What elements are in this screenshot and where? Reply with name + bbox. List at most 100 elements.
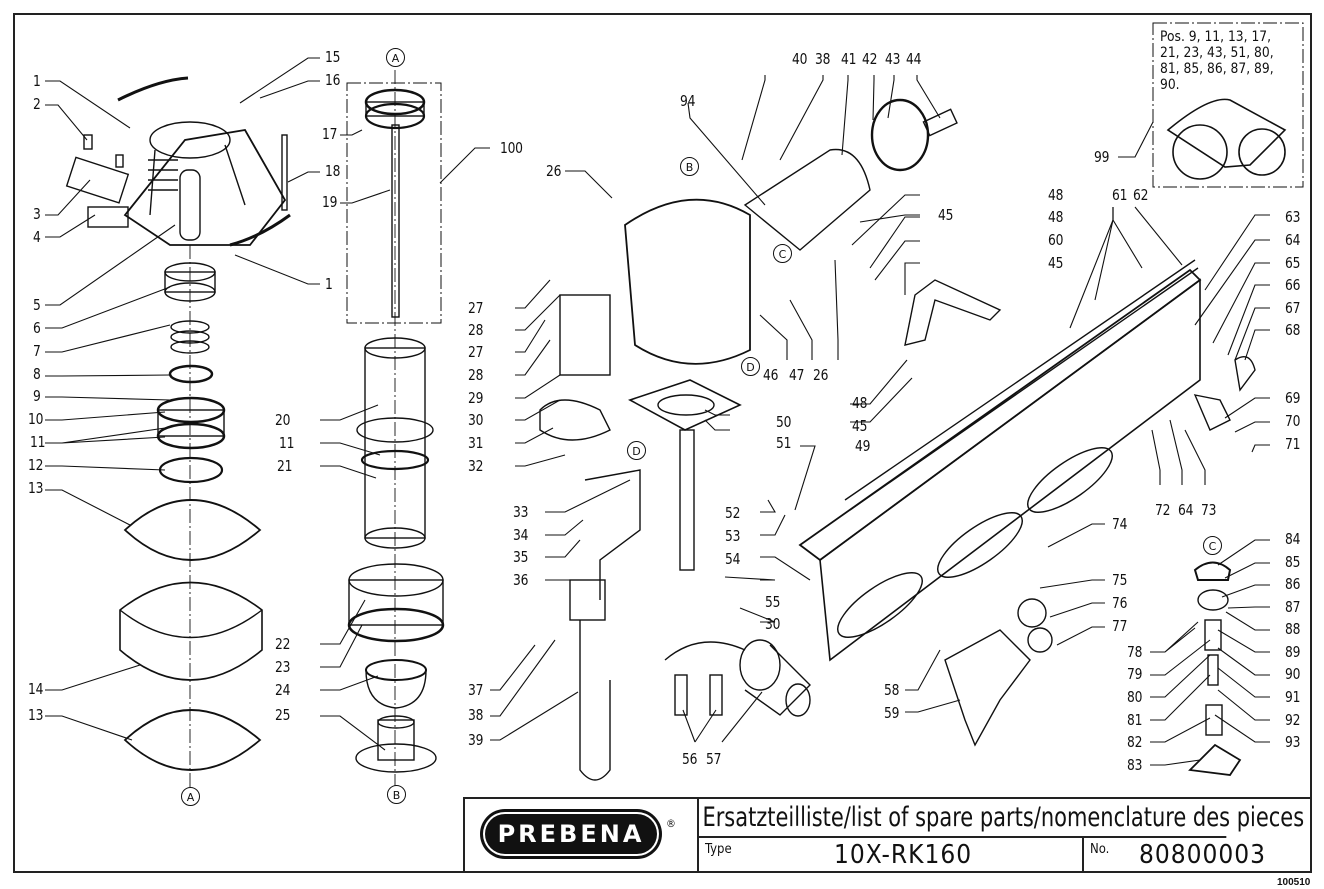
part-label: 64 (1285, 231, 1301, 249)
document-title: Ersatzteilliste/list of spare parts/nome… (699, 799, 1304, 838)
main-body-drawing (539, 98, 958, 781)
part-label: 48 (1048, 186, 1064, 204)
reference-marker-c: C (773, 244, 792, 263)
part-label: 75 (1112, 571, 1128, 589)
type-value: 10X-RK160 (834, 840, 973, 870)
part-label: 83 (1127, 756, 1143, 774)
part-label: 42 (862, 50, 878, 68)
part-label: 84 (1285, 530, 1301, 548)
part-label: 13 (28, 706, 44, 724)
part-label: 23 (275, 658, 291, 676)
part-label: 53 (725, 527, 741, 545)
part-label: 78 (1127, 643, 1143, 661)
part-label: 45 (938, 206, 954, 224)
part-label: 70 (1285, 412, 1301, 430)
part-label: 21 (277, 457, 293, 475)
magazine-drawing (798, 259, 1256, 747)
part-label: 25 (275, 706, 291, 724)
part-label: 9 (33, 387, 41, 405)
part-label: 44 (906, 50, 922, 68)
part-label: 15 (325, 48, 341, 66)
part-label: 38 (468, 706, 484, 724)
part-label: 30 (468, 411, 484, 429)
kit-gasket-drawing (1152, 22, 1304, 188)
part-label: 52 (725, 504, 741, 522)
part-label: 20 (275, 411, 291, 429)
part-label: 39 (468, 731, 484, 749)
number-cell: No. 80800003 (1084, 838, 1310, 871)
part-label: 85 (1285, 553, 1301, 571)
part-label: 62 (1133, 186, 1149, 204)
part-label: 31 (468, 434, 484, 452)
part-label: 54 (725, 550, 741, 568)
part-label: 48 (852, 394, 868, 412)
reference-marker-c: C (1203, 536, 1222, 555)
number-value: 80800003 (1139, 840, 1267, 870)
reference-marker-d: D (627, 441, 646, 460)
part-label: 7 (33, 342, 41, 360)
part-label: 2 (33, 95, 41, 113)
part-label: 69 (1285, 389, 1301, 407)
part-label: 8 (33, 365, 41, 383)
part-label: 50 (776, 413, 792, 431)
part-label: 10 (28, 410, 44, 428)
part-label: 22 (275, 635, 291, 653)
part-label: 90 (1285, 665, 1301, 683)
part-label: 87 (1285, 598, 1301, 616)
part-label: 72 (1155, 501, 1171, 519)
part-label: 63 (1285, 208, 1301, 226)
part-label: 41 (841, 50, 857, 68)
part-label: 66 (1285, 276, 1301, 294)
part-label: 28 (468, 321, 484, 339)
part-label: 80 (1127, 688, 1143, 706)
part-label: 57 (706, 750, 722, 768)
part-label: 11 (279, 434, 295, 452)
part-label: 24 (275, 681, 291, 699)
part-label: 37 (468, 681, 484, 699)
part-label: 76 (1112, 594, 1128, 612)
part-label: 48 (1048, 208, 1064, 226)
part-label: 61 (1112, 186, 1128, 204)
part-label: 5 (33, 296, 41, 314)
part-label: 92 (1285, 711, 1301, 729)
part-label: 73 (1201, 501, 1217, 519)
part-label: 88 (1285, 620, 1301, 638)
part-label: 94 (680, 92, 696, 110)
type-cell: Type 10X-RK160 (699, 838, 1084, 871)
reference-marker-b: B (387, 785, 406, 804)
title-block: PREBENA ® Ersatzteilliste/list of spare … (463, 797, 1312, 873)
part-label: 47 (789, 366, 805, 384)
leader-lines (45, 57, 1270, 766)
number-caption: No. (1090, 842, 1110, 857)
part-label: 28 (468, 366, 484, 384)
part-label: 40 (792, 50, 808, 68)
part-label: 19 (322, 193, 338, 211)
part-label: 46 (763, 366, 779, 384)
part-label: 14 (28, 680, 44, 698)
part-label: 32 (468, 457, 484, 475)
part-label: 91 (1285, 688, 1301, 706)
part-label: 55 (765, 593, 781, 611)
part-label: 49 (855, 437, 871, 455)
part-label: 82 (1127, 733, 1143, 751)
part-label: 18 (325, 162, 341, 180)
part-label: 30 (765, 615, 781, 633)
part-label: 64 (1178, 501, 1194, 519)
part-label: 68 (1285, 321, 1301, 339)
part-label: 12 (28, 456, 44, 474)
part-label: 56 (682, 750, 698, 768)
part-label: 6 (33, 319, 41, 337)
part-label: 60 (1048, 231, 1064, 249)
brand-logo: PREBENA (483, 812, 659, 856)
part-label: 16 (325, 71, 341, 89)
document-id: 100510 (1277, 877, 1311, 888)
part-label: 86 (1285, 575, 1301, 593)
part-label: 13 (28, 479, 44, 497)
part-label: 43 (885, 50, 901, 68)
part-label: 89 (1285, 643, 1301, 661)
part-label: 38 (815, 50, 831, 68)
cylinder-cap-drawing (65, 76, 291, 247)
part-label: 29 (468, 389, 484, 407)
